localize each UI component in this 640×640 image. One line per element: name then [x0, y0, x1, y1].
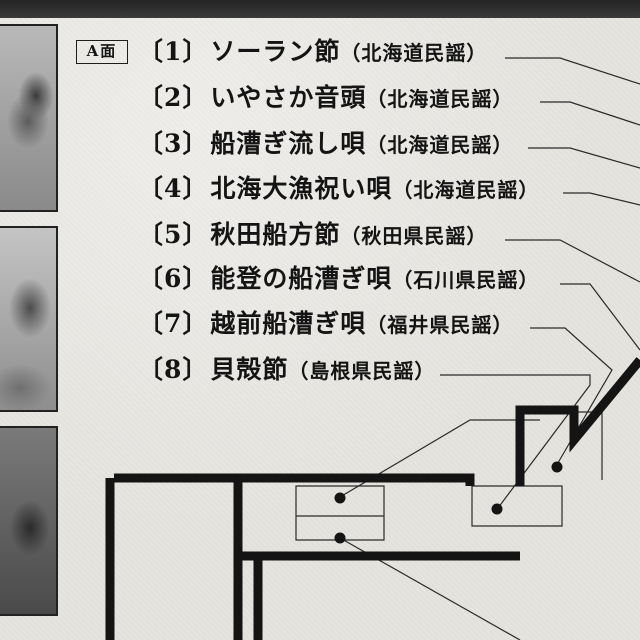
portrait-photo-1: [0, 24, 58, 212]
track-number: 〔8〕: [138, 355, 209, 384]
location-dot-1: [551, 461, 563, 473]
track-item-2: 〔2〕いやさか音頭（北海道民謡）: [138, 80, 513, 116]
track-title: 越前船漕ぎ唄: [210, 309, 367, 338]
location-dot-3: [334, 492, 346, 504]
track-region: （秋田県民謡）: [340, 224, 488, 248]
map-border-right: [515, 357, 640, 486]
track-title: ソーラン節: [210, 37, 341, 66]
portrait-photo-3: [0, 426, 58, 616]
location-dot-4: [334, 532, 346, 544]
track-number: 〔4〕: [138, 174, 209, 203]
top-border-band: [0, 0, 640, 18]
track-title: 能登の船漕ぎ唄: [210, 264, 393, 293]
track-title: 北海大漁祝い唄: [210, 174, 393, 203]
track-item-7: 〔7〕越前船漕ぎ唄（福井県民謡）: [138, 306, 513, 342]
track-region: （北海道民謡）: [366, 133, 514, 157]
track-item-1: 〔1〕ソーラン節（北海道民謡）: [138, 34, 487, 70]
track-title: 貝殻節: [210, 355, 289, 384]
track-title: 船漕ぎ流し唄: [210, 129, 367, 158]
track-title: いやさか音頭: [210, 83, 367, 112]
track-item-3: 〔3〕船漕ぎ流し唄（北海道民謡）: [138, 126, 513, 162]
track-region: （石川県民謡）: [392, 268, 540, 292]
track-region: （福井県民謡）: [366, 313, 514, 337]
map-border-top: [238, 473, 475, 486]
map-border-top-left: [114, 473, 243, 640]
track-region: （島根県民謡）: [288, 359, 436, 383]
leader-line-6: [560, 283, 640, 351]
location-dot-2: [491, 503, 503, 515]
leader-line-8: [440, 374, 591, 509]
track-number: 〔7〕: [138, 309, 209, 338]
track-region: （北海道民謡）: [366, 87, 514, 111]
track-number: 〔5〕: [138, 220, 209, 249]
leader-line-3: [528, 147, 640, 169]
leader-line-4: [563, 192, 640, 206]
track-item-4: 〔4〕北海大漁祝い唄（北海道民謡）: [138, 171, 539, 207]
leader-line-2: [540, 101, 640, 126]
track-region: （北海道民謡）: [340, 41, 488, 65]
portrait-photo-2: [0, 226, 58, 412]
track-number: 〔1〕: [138, 37, 209, 66]
track-number: 〔2〕: [138, 83, 209, 112]
track-item-8: 〔8〕貝殻節（島根県民謡）: [138, 352, 435, 388]
track-title: 秋田船方節: [210, 220, 341, 249]
leader-line-1: [505, 57, 640, 85]
track-region: （北海道民謡）: [392, 178, 540, 202]
track-number: 〔6〕: [138, 264, 209, 293]
track-number: 〔3〕: [138, 129, 209, 158]
track-item-6: 〔6〕能登の船漕ぎ唄（石川県民謡）: [138, 261, 539, 297]
leader-line-5: [505, 239, 640, 283]
side-a-label: A面: [76, 40, 128, 64]
leader-line-7: [530, 327, 613, 469]
track-item-5: 〔5〕秋田船方節（秋田県民謡）: [138, 217, 487, 253]
